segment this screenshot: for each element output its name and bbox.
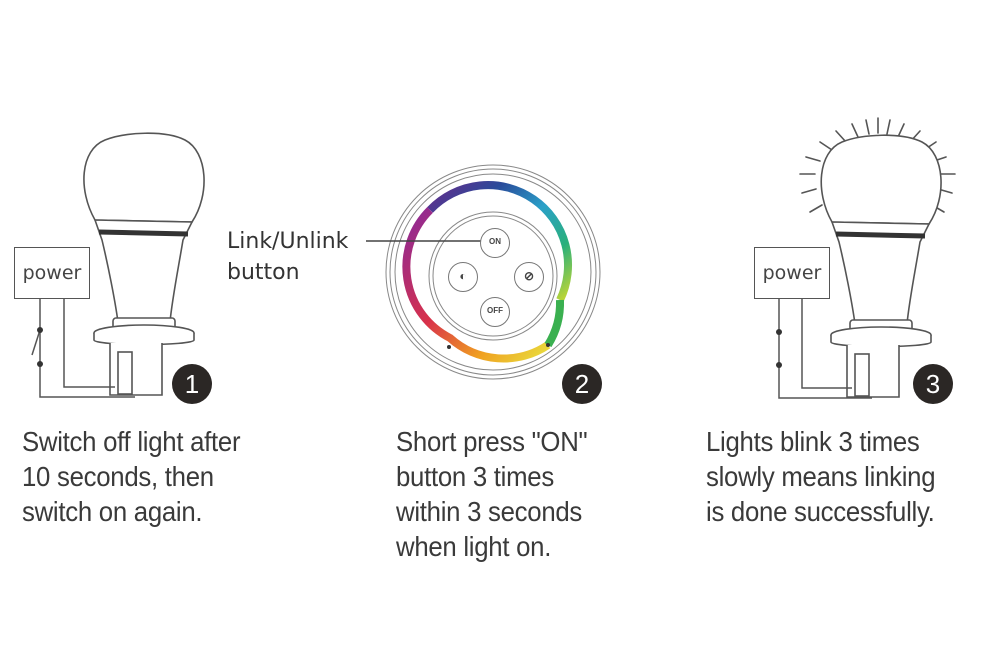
step-number-badge: 3: [913, 364, 953, 404]
link-unlink-callout: Link/Unlink button: [227, 226, 348, 288]
color-leaf-icon: ⊘: [523, 269, 535, 283]
remote-on-button[interactable]: ON: [480, 228, 510, 258]
caption-line: button 3 times: [396, 461, 554, 492]
brightness-icon: ◐: [459, 269, 467, 283]
caption-line: within 3 seconds: [396, 496, 583, 527]
callout-line: Link/Unlink: [227, 229, 349, 254]
step-3-caption: Lights blink 3 times slowly means linkin…: [706, 424, 936, 529]
step-number-badge: 1: [172, 364, 212, 404]
caption-line: switch on again.: [22, 496, 203, 527]
power-box: power: [14, 247, 90, 299]
caption-line: slowly means linking: [706, 461, 936, 492]
caption-line: Short press "ON": [396, 426, 588, 457]
remote-brightness-button[interactable]: ◐: [448, 262, 478, 292]
power-label: power: [762, 262, 822, 284]
caption-line: Lights blink 3 times: [706, 426, 920, 457]
power-label: power: [22, 262, 82, 284]
caption-line: 10 seconds, then: [22, 461, 214, 492]
step-2-caption: Short press "ON" button 3 times within 3…: [396, 424, 588, 564]
remote-off-button[interactable]: OFF: [480, 297, 510, 327]
caption-line: is done successfully.: [706, 496, 935, 527]
caption-line: when light on.: [396, 531, 552, 562]
power-box: power: [754, 247, 830, 299]
step-1-caption: Switch off light after 10 seconds, then …: [22, 424, 241, 529]
step-number-badge: 2: [562, 364, 602, 404]
callout-line: button: [227, 260, 300, 285]
remote-color-button[interactable]: ⊘: [514, 262, 544, 292]
caption-line: Switch off light after: [22, 426, 241, 457]
